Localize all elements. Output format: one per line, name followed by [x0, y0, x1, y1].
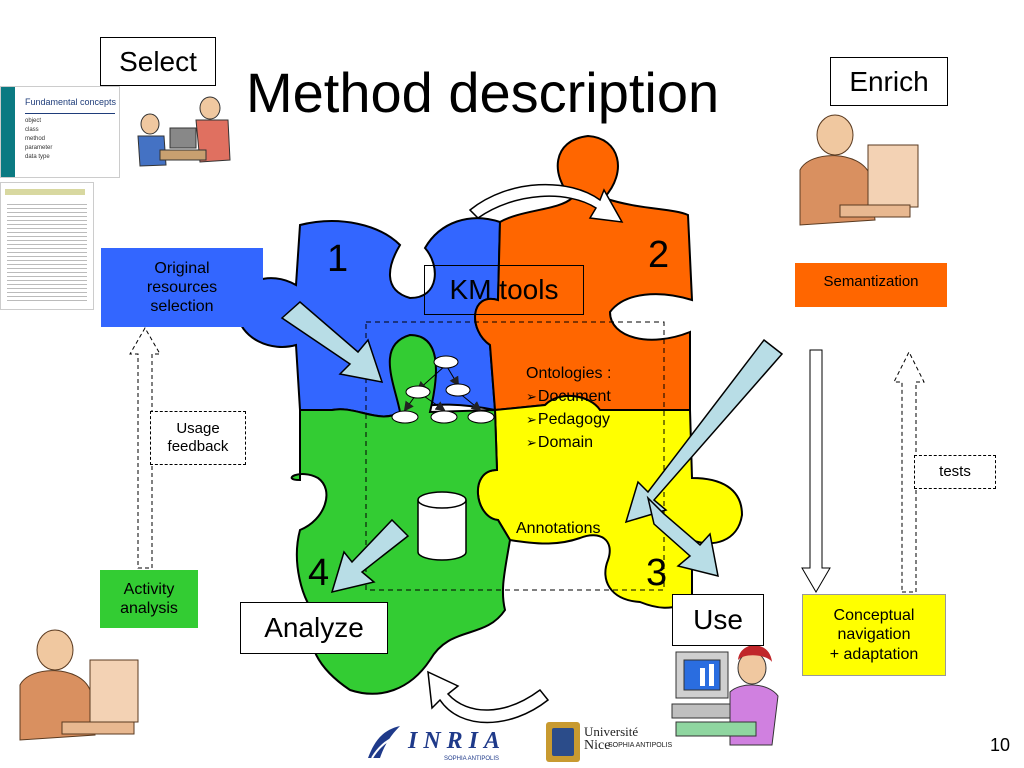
activity-analysis-box: Activity analysis	[100, 570, 198, 628]
person-at-computer-icon	[799, 114, 919, 226]
thumbnail-heading: Fundamental concepts	[25, 97, 117, 107]
inria-subtext: SOPHIA ANTIPOLIS	[444, 756, 500, 762]
analyze-label: Analyze	[240, 602, 388, 654]
right-flow-arrows	[801, 349, 925, 593]
ontology-item: ➢Pedagogy	[526, 411, 610, 428]
person-at-desk-icon	[19, 629, 139, 741]
puzzle-number-3: 3	[646, 552, 668, 594]
inria-logo: INRIA SOPHIA ANTIPOLIS	[364, 720, 524, 766]
cycle-arrows	[427, 183, 624, 724]
user-at-computer-icon	[671, 645, 779, 746]
left-flow-arrow	[129, 326, 161, 569]
enrich-label: Enrich	[830, 57, 948, 106]
document-thumbnail	[0, 182, 94, 310]
use-label: Use	[672, 594, 764, 646]
annotations-label: Annotations	[516, 520, 601, 537]
university-name-line2: Nice	[584, 738, 611, 753]
ontology-tree-icon	[391, 355, 495, 424]
university-name-line1: Université	[584, 724, 639, 739]
ontology-item: ➢Document	[526, 388, 611, 405]
database-icon	[417, 491, 467, 561]
ontologies-label: Ontologies :	[526, 365, 612, 382]
light-blue-arrows	[280, 301, 784, 594]
conceptual-navigation-box: Conceptual navigation + adaptation	[802, 594, 946, 676]
page-title: Method description	[246, 61, 720, 124]
inria-mark-icon	[368, 726, 400, 759]
dashed-frame	[365, 321, 665, 591]
slide-thumbnail: Fundamental concepts object class method…	[0, 86, 120, 178]
original-resources-box: Original resources selection	[101, 248, 263, 327]
ontologies-list: ➢Document ➢Pedagogy ➢Domain	[526, 385, 611, 454]
select-label: Select	[100, 37, 216, 86]
tests-box: tests	[914, 455, 996, 489]
usage-feedback-box: Usage feedback	[150, 411, 246, 465]
km-tools-label: KM tools	[424, 265, 584, 315]
thumbnail-bullets: object class method parameter data type	[25, 118, 53, 160]
ontology-item: ➢Domain	[526, 434, 594, 451]
puzzle-number-2: 2	[648, 234, 670, 276]
people-working-icon	[120, 88, 232, 167]
semantization-box: Semantization	[795, 263, 947, 307]
university-logo: Université Nice SOPHIA ANTIPOLIS	[546, 720, 696, 766]
page-number: 10	[989, 735, 1010, 755]
puzzle-number-4: 4	[308, 552, 330, 594]
inria-text: INRIA	[408, 728, 507, 754]
university-subtext: SOPHIA ANTIPOLIS	[608, 742, 673, 749]
ontologies-block: Ontologies : ➢Document ➢Pedagogy ➢Domain	[526, 362, 611, 454]
puzzle-number-1: 1	[327, 238, 349, 280]
